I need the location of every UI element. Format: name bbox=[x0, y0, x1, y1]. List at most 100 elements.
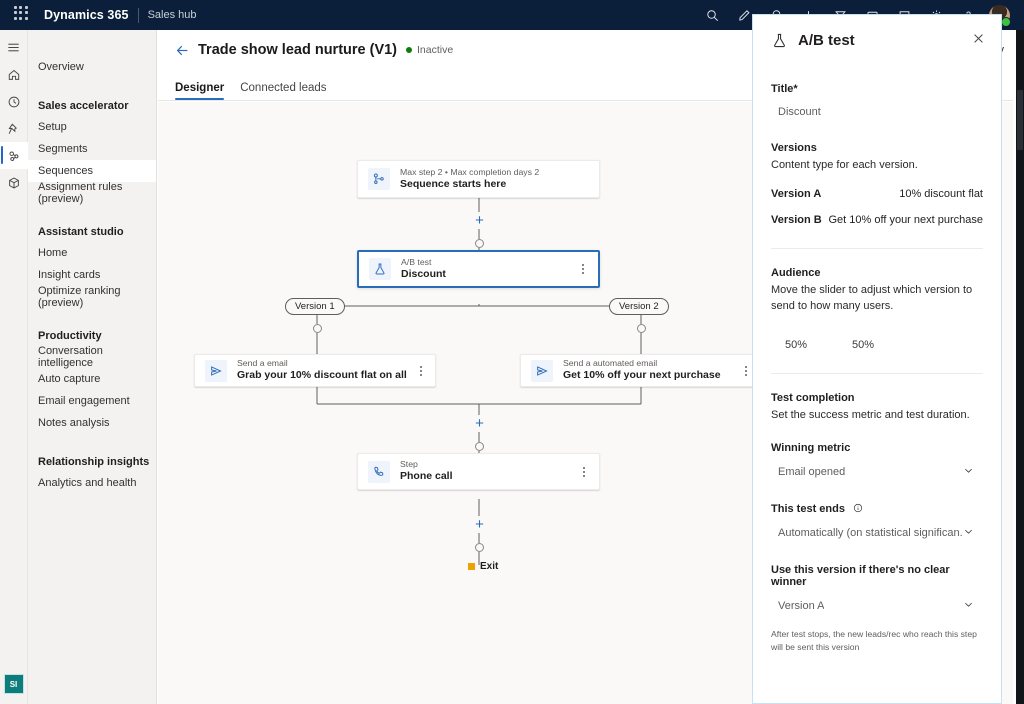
sequence-node-start[interactable]: Max step 2 • Max completion days 2 Seque… bbox=[357, 160, 600, 198]
audience-split-b: 50% bbox=[852, 338, 875, 351]
info-icon[interactable] bbox=[853, 503, 863, 513]
hamburger-menu-icon[interactable] bbox=[0, 34, 28, 61]
title-input[interactable]: Discount bbox=[778, 106, 821, 118]
node-title: Phone call bbox=[400, 470, 453, 483]
sidebar-item-optimize-ranking[interactable]: Optimize ranking (preview) bbox=[38, 285, 121, 309]
sequence-designer-canvas[interactable]: Max step 2 • Max completion days 2 Seque… bbox=[158, 102, 1024, 704]
edit-icon[interactable] bbox=[729, 1, 759, 29]
audience-description: Move the slider to adjust which version … bbox=[771, 283, 973, 312]
sequence-icon bbox=[368, 168, 390, 190]
exit-square-icon bbox=[468, 563, 475, 570]
test-completion-heading: Test completion bbox=[771, 391, 855, 404]
sidebar-item-setup[interactable]: Setup bbox=[38, 121, 67, 133]
tab-connected-leads[interactable]: Connected leads bbox=[240, 82, 327, 94]
test-ends-value: Automatically (on statistical significan… bbox=[778, 526, 963, 539]
page-title: Trade show lead nurture (V1) bbox=[198, 42, 398, 58]
branch-label-version-1[interactable]: Version 1 bbox=[285, 298, 345, 315]
test-ends-text: This test ends bbox=[771, 502, 845, 515]
version-b-label: Version B bbox=[771, 213, 822, 226]
connector-dot-version-2 bbox=[636, 324, 646, 333]
sequence-node-email-b[interactable]: Send a automated email Get 10% off your … bbox=[520, 354, 762, 387]
page-scrollbar[interactable] bbox=[1016, 30, 1024, 704]
sidebar-item-home[interactable]: Home bbox=[38, 247, 68, 259]
node-subtitle: A/B test bbox=[401, 256, 432, 267]
winning-metric-value: Email opened bbox=[778, 465, 846, 478]
brand-title: Dynamics 365 bbox=[44, 8, 129, 22]
status-badge: Inactive bbox=[417, 44, 454, 56]
sidebar-item-conversation-intelligence[interactable]: Conversation intelligence bbox=[38, 345, 103, 369]
user-initials-avatar[interactable]: SI bbox=[3, 674, 24, 694]
node-title: Grab your 10% discount flat on all item bbox=[237, 369, 410, 382]
title-field-label: Title* bbox=[771, 83, 798, 95]
sidebar-item-analytics-and-health[interactable]: Analytics and health bbox=[38, 477, 137, 489]
connector-dot-2 bbox=[474, 442, 484, 451]
sidebar-item-insight-cards[interactable]: Insight cards bbox=[38, 269, 101, 281]
versions-heading: Versions bbox=[771, 142, 817, 154]
node-more-options-button[interactable] bbox=[410, 365, 425, 376]
sequence-node-start-text: Max step 2 • Max completion days 2 Seque… bbox=[400, 167, 539, 192]
branch-label-version-2[interactable]: Version 2 bbox=[609, 298, 669, 315]
no-clear-winner-helper-text: After test stops, the new leads/rec who … bbox=[771, 628, 977, 652]
test-ends-label: This test ends bbox=[771, 503, 983, 515]
search-icon[interactable] bbox=[697, 1, 727, 29]
no-clear-winner-dropdown[interactable]: Version A bbox=[771, 593, 983, 619]
brand-divider bbox=[137, 7, 139, 23]
close-icon[interactable] bbox=[972, 32, 985, 48]
left-icon-rail: SI bbox=[0, 30, 28, 704]
test-ends-dropdown[interactable]: Automatically (on statistical significan… bbox=[771, 520, 983, 546]
sidebar-group-assistant-studio: Assistant studio bbox=[38, 226, 124, 238]
home-icon[interactable] bbox=[0, 61, 28, 88]
section-divider-1 bbox=[771, 247, 983, 249]
sidebar-item-overview[interactable]: Overview bbox=[38, 61, 84, 73]
tab-strip: Designer Connected leads bbox=[158, 70, 1024, 101]
tab-designer[interactable]: Designer bbox=[175, 82, 225, 100]
sequence-node-ab-test[interactable]: A/B test Discount bbox=[357, 250, 600, 288]
sidebar-item-sales-accelerator[interactable] bbox=[0, 142, 28, 169]
sequence-node-email-a-text: Send a email Grab your 10% discount flat… bbox=[237, 358, 410, 383]
node-more-options-button[interactable] bbox=[735, 365, 751, 376]
section-divider-2 bbox=[771, 372, 983, 374]
app-launcher-icon[interactable] bbox=[14, 6, 32, 24]
add-step-button-2[interactable]: + bbox=[471, 415, 488, 432]
sidebar-item-notes-analysis[interactable]: Notes analysis bbox=[38, 417, 110, 429]
audience-split-a: 50% bbox=[785, 338, 808, 351]
recent-icon[interactable] bbox=[0, 88, 28, 115]
sidebar-item-sequences[interactable]: Sequences bbox=[28, 160, 156, 182]
chevron-down-icon bbox=[963, 465, 974, 479]
node-more-options-button[interactable] bbox=[573, 466, 589, 477]
status-indicator-dot bbox=[406, 47, 413, 53]
connector-dot-1 bbox=[474, 239, 484, 248]
send-email-icon bbox=[531, 359, 553, 382]
version-b-value[interactable]: Get 10% off your next purchase bbox=[828, 213, 984, 226]
back-arrow-icon[interactable] bbox=[175, 43, 190, 58]
version-a-value[interactable]: 10% discount flat bbox=[899, 187, 983, 200]
connector-dot-version-1 bbox=[312, 324, 322, 333]
exit-label: Exit bbox=[480, 561, 499, 572]
node-more-options-button[interactable] bbox=[572, 264, 588, 274]
sidebar-item-email-engagement[interactable]: Email engagement bbox=[38, 395, 130, 407]
sidebar-item-auto-capture[interactable]: Auto capture bbox=[38, 373, 101, 385]
sequence-node-phone-call[interactable]: Step Phone call bbox=[357, 453, 600, 490]
sequence-node-ab-test-text: A/B test Discount bbox=[401, 257, 446, 282]
panel-right-edge bbox=[1013, 30, 1016, 704]
sidebar-item-segments[interactable]: Segments bbox=[38, 143, 88, 155]
send-email-icon bbox=[205, 359, 227, 382]
sequence-node-email-a[interactable]: Send a email Grab your 10% discount flat… bbox=[194, 354, 436, 387]
panel-title: A/B test bbox=[798, 31, 855, 49]
solutions-icon[interactable] bbox=[0, 169, 28, 196]
chevron-down-icon bbox=[963, 526, 974, 540]
winning-metric-dropdown[interactable]: Email opened bbox=[771, 459, 983, 485]
add-step-button-3[interactable]: + bbox=[471, 516, 488, 533]
sidebar-item-assignment-rules[interactable]: Assignment rules (preview) bbox=[38, 181, 123, 205]
pinned-icon[interactable] bbox=[0, 115, 28, 142]
node-subtitle: Max step 2 • Max completion days 2 bbox=[400, 166, 540, 177]
phone-icon bbox=[368, 460, 390, 483]
add-step-button-1[interactable]: + bbox=[471, 212, 488, 229]
scrollbar-thumb[interactable] bbox=[1017, 90, 1023, 150]
flask-icon bbox=[771, 32, 788, 49]
audience-split-slider[interactable]: 50% 50% bbox=[771, 339, 983, 351]
sequence-node-email-b-text: Send a automated email Get 10% off your … bbox=[563, 358, 721, 383]
node-title: Get 10% off your next purchase bbox=[563, 369, 721, 382]
connector-dot-3 bbox=[474, 543, 484, 552]
